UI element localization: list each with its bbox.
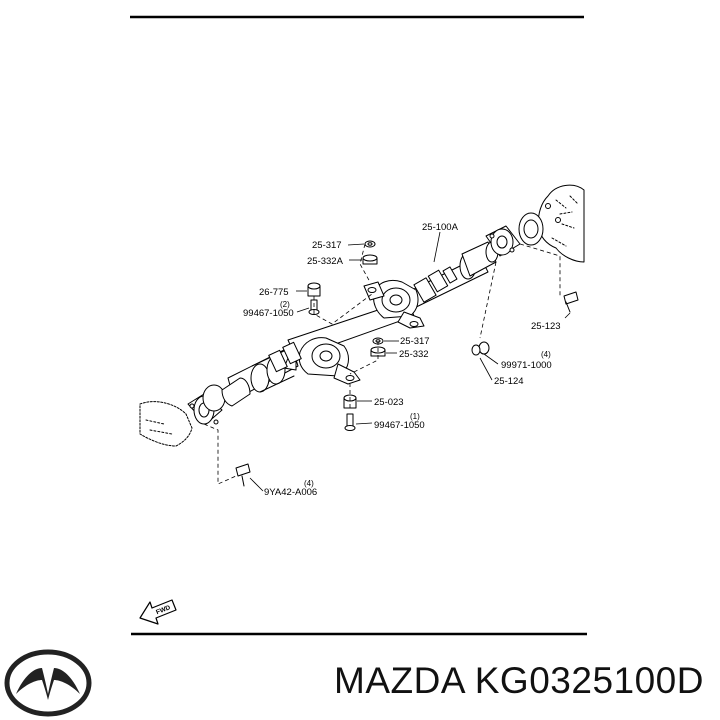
front-universal-joint	[268, 341, 302, 373]
guide-lines	[203, 243, 561, 485]
transmission-housing	[139, 401, 193, 447]
callout-25-332a: 25-332A	[307, 256, 344, 267]
callouts: 25-317 25-332A 26-775 (2) 99467-1050 25-…	[243, 222, 561, 498]
callout-25-100a: 25-100A	[422, 222, 459, 233]
callout-25-124: 25-124	[494, 376, 524, 387]
front-center-bearing	[283, 337, 361, 385]
callout-99467-1050-lower: 99467-1050	[374, 420, 425, 431]
callout-25-123: 25-123	[531, 321, 561, 332]
callout-99467-1050-upper: 99467-1050	[243, 308, 294, 319]
fwd-arrow-icon: FWD	[139, 599, 177, 625]
front-flange	[187, 384, 226, 425]
part-number: KG0325100D	[474, 660, 704, 701]
rear-center-bearing	[363, 279, 425, 329]
callout-25-023: 25-023	[374, 397, 404, 408]
callout-25-332: 25-332	[399, 349, 429, 360]
callout-99467-1050-upper-qty: (2)	[280, 300, 290, 309]
callout-9ya42-a006: 9YA42-A006	[264, 487, 317, 498]
callout-25-317-upper: 25-317	[312, 240, 342, 251]
callout-25-317-lower: 25-317	[400, 336, 430, 347]
brand-name: MAZDA	[334, 660, 464, 701]
mazda-logo-icon	[4, 649, 92, 717]
callout-99467-1050-lower-qty: (1)	[410, 412, 420, 421]
leader-lines	[249, 231, 571, 492]
brand-part-number: MAZDA KG0325100D	[334, 660, 704, 702]
rear-differential	[518, 184, 585, 263]
callout-99971-1000-qty: (4)	[541, 350, 551, 359]
rear-universal-joint	[413, 266, 458, 303]
rear-flange	[485, 225, 521, 257]
callout-99971-1000: 99971-1000	[501, 360, 552, 371]
callout-26-775: 26-775	[259, 287, 289, 298]
callout-9ya42-a006-qty: (4)	[304, 479, 314, 488]
